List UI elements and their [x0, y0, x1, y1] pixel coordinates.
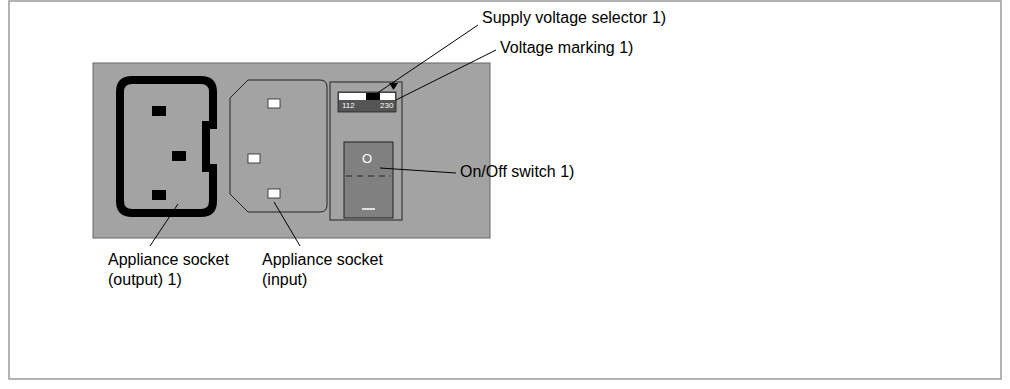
switch-module: [330, 82, 402, 220]
voltage-value: 230: [380, 101, 393, 111]
selector-housing: [338, 92, 396, 112]
socket-pin: [152, 106, 166, 116]
voltage-value: 112: [342, 101, 355, 111]
selector-slider: [366, 93, 380, 100]
socket-pin: [268, 99, 280, 108]
leader-line: [380, 168, 456, 173]
switch-divider: [346, 176, 391, 177]
rear-panel: [93, 63, 490, 238]
callout-label: Supply voltage selector 1): [482, 8, 666, 28]
leader-line: [150, 204, 178, 246]
callout-label: On/Off switch 1): [460, 162, 574, 182]
switch-symbol: O: [362, 151, 372, 166]
socket-pin: [172, 151, 186, 161]
rocker-switch: [344, 142, 393, 218]
leader-line: [396, 50, 496, 100]
socket-pin: [248, 154, 260, 163]
leader-line: [274, 202, 300, 246]
callout-label: Voltage marking 1): [500, 38, 633, 58]
input-socket: [230, 80, 327, 212]
callout-label: Appliance socket (input): [262, 250, 412, 290]
frame: [9, 1, 1001, 379]
selector-track: [339, 93, 395, 100]
callout-label: Appliance socket (output) 1): [108, 250, 258, 290]
output-socket: [120, 80, 213, 213]
socket-pin: [152, 190, 166, 200]
socket-pin: [268, 189, 280, 198]
on-symbol: [362, 208, 375, 210]
